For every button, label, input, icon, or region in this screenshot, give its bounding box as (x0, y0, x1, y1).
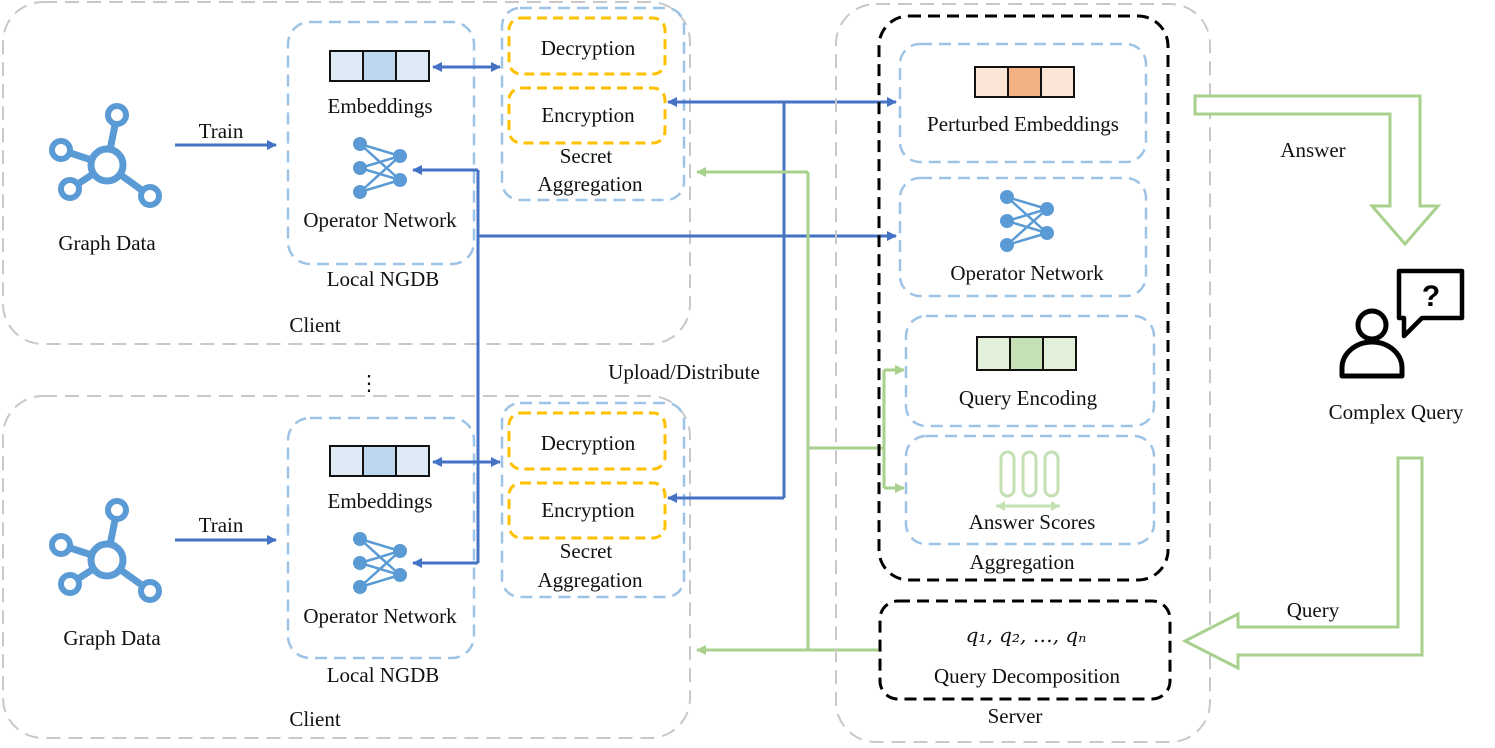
query-encoding-box (904, 314, 1156, 428)
embeddings-label: Embeddings (328, 94, 433, 118)
user-question-icon: ? (1339, 268, 1465, 379)
server-operator-label: Operator Network (950, 261, 1104, 285)
client-label: Client (289, 313, 340, 337)
query-encoding-vector (976, 336, 1077, 371)
query-decomposition-label: Query Decomposition (934, 664, 1121, 688)
secret-aggregation-box (500, 401, 686, 599)
answer-arrow (1193, 94, 1442, 247)
secret-aggregation-label: Secret (560, 144, 613, 168)
embedding-vector (329, 50, 430, 82)
decryption-box (507, 411, 667, 471)
train-label: Train (199, 513, 244, 537)
graph-data-label: Graph Data (63, 626, 161, 650)
local-ngdb-label: Local NGDB (327, 663, 440, 687)
aggregation-label: Aggregation (970, 550, 1075, 574)
embeddings-label: Embeddings (328, 489, 433, 513)
perturbed-embeddings-label: Perturbed Embeddings (927, 112, 1119, 136)
perturbed-embeddings-box (898, 42, 1148, 164)
secret-aggregation-box (500, 6, 686, 202)
answer-scores-box (904, 434, 1156, 546)
train-label: Train (199, 119, 244, 143)
embedding-upload-connector (667, 97, 897, 503)
local-ngdb-label: Local NGDB (327, 267, 440, 291)
client-container (2, 395, 691, 739)
query-encoding-label: Query Encoding (959, 386, 1098, 410)
query-arrow (1181, 456, 1424, 671)
encryption-label: Encryption (541, 498, 635, 522)
operator-sync-connector (412, 165, 897, 568)
complex-query-label: Complex Query (1329, 400, 1464, 424)
secret-aggregation-label-line2: Aggregation (538, 172, 643, 196)
server-container (835, 3, 1211, 743)
query-symbols: q₁, q₂, …, qₙ (966, 623, 1087, 647)
encryption-box (507, 86, 667, 145)
operator-network-label: Operator Network (303, 208, 457, 232)
query-label: Query (1287, 598, 1340, 622)
encryption-box (507, 481, 667, 540)
score-bars-icon (996, 450, 1060, 511)
decryption-label: Decryption (541, 36, 636, 60)
query-distribution-connector (696, 167, 905, 655)
graph-data-icon (52, 106, 159, 205)
embedding-vector (329, 445, 430, 477)
secret-aggregation-label-line2: Aggregation (538, 568, 643, 592)
query-decomposition-box (878, 599, 1172, 701)
local-ngdb-box (286, 20, 476, 266)
svg-text:?: ? (1422, 280, 1440, 313)
client-label: Client (289, 707, 340, 731)
decryption-label: Decryption (541, 431, 636, 455)
secret-aggregation-label: Secret (560, 539, 613, 563)
local-ngdb-box (286, 416, 476, 660)
graph-data-icon (52, 501, 159, 600)
answer-label: Answer (1280, 138, 1345, 162)
client-container (2, 1, 691, 345)
aggregation-box (877, 14, 1170, 582)
graph-data-label: Graph Data (58, 231, 156, 255)
operator-network-label: Operator Network (303, 604, 457, 628)
ellipsis: ⋮ (359, 371, 380, 395)
neural-network-icon (998, 188, 1056, 254)
upload-distribute-label: Upload/Distribute (608, 360, 760, 384)
decryption-box (507, 16, 667, 76)
answer-scores-label: Answer Scores (969, 510, 1096, 534)
server-label: Server (988, 704, 1043, 728)
perturbed-embedding-vector (974, 66, 1075, 98)
neural-network-icon (351, 135, 409, 201)
encryption-label: Encryption (541, 103, 635, 127)
neural-network-icon (351, 530, 409, 596)
server-operator-box (898, 176, 1148, 298)
